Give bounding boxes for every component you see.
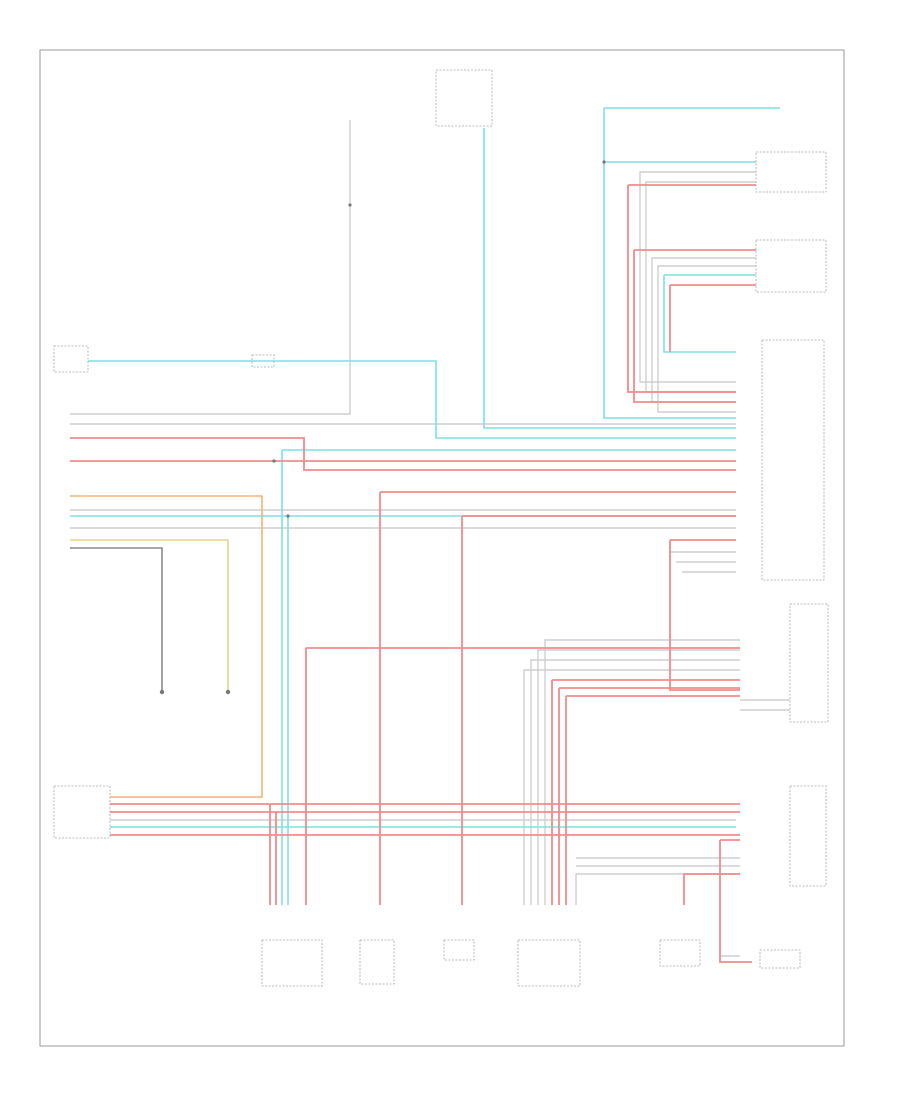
component-box	[761, 339, 825, 581]
red-wires	[70, 184, 756, 963]
ground-point	[225, 689, 231, 695]
wire-black	[70, 547, 163, 690]
wire-gray	[645, 181, 756, 393]
gray-wires	[70, 120, 790, 957]
component-box	[443, 939, 475, 961]
cyan-wires	[70, 107, 780, 905]
wire-power	[70, 495, 263, 798]
wire-gray	[657, 265, 756, 413]
splice-point	[286, 514, 290, 518]
wire-can-l	[633, 250, 736, 403]
component-boxes	[53, 69, 829, 987]
component-box	[251, 354, 275, 368]
wire-gray	[669, 540, 736, 553]
splice-point	[348, 203, 352, 207]
wire-gray	[544, 639, 740, 905]
wire-can-l	[627, 185, 736, 393]
wire-can-h	[483, 128, 736, 429]
wire-can-l	[719, 840, 752, 963]
wire-gray	[651, 257, 756, 403]
other-wires	[70, 495, 263, 798]
wire-can-h	[603, 108, 736, 419]
component-box	[755, 151, 827, 193]
component-box	[789, 785, 827, 887]
ground-symbols	[159, 160, 606, 695]
wire-can-l	[683, 873, 740, 905]
wire-gray	[575, 873, 740, 905]
component-box	[755, 239, 827, 293]
wire-yellow	[70, 539, 229, 690]
wire-can-l	[70, 437, 736, 471]
component-box	[659, 939, 701, 967]
component-box	[435, 69, 493, 127]
component-box	[789, 603, 829, 723]
wire-can-l	[669, 540, 740, 691]
ground-point	[159, 689, 165, 695]
wire-gray	[70, 350, 351, 415]
component-box	[53, 345, 89, 373]
component-box	[359, 939, 395, 985]
wire-gray	[523, 669, 740, 905]
splice-point	[272, 459, 276, 463]
component-box	[759, 949, 801, 969]
wire-can-h	[88, 360, 736, 439]
component-box	[517, 939, 581, 987]
wire-can-h	[663, 275, 736, 353]
component-box	[53, 785, 111, 839]
component-box	[261, 939, 323, 987]
wire-gray	[639, 171, 756, 383]
diagram-frame	[39, 49, 845, 1047]
splice-point	[602, 160, 606, 164]
